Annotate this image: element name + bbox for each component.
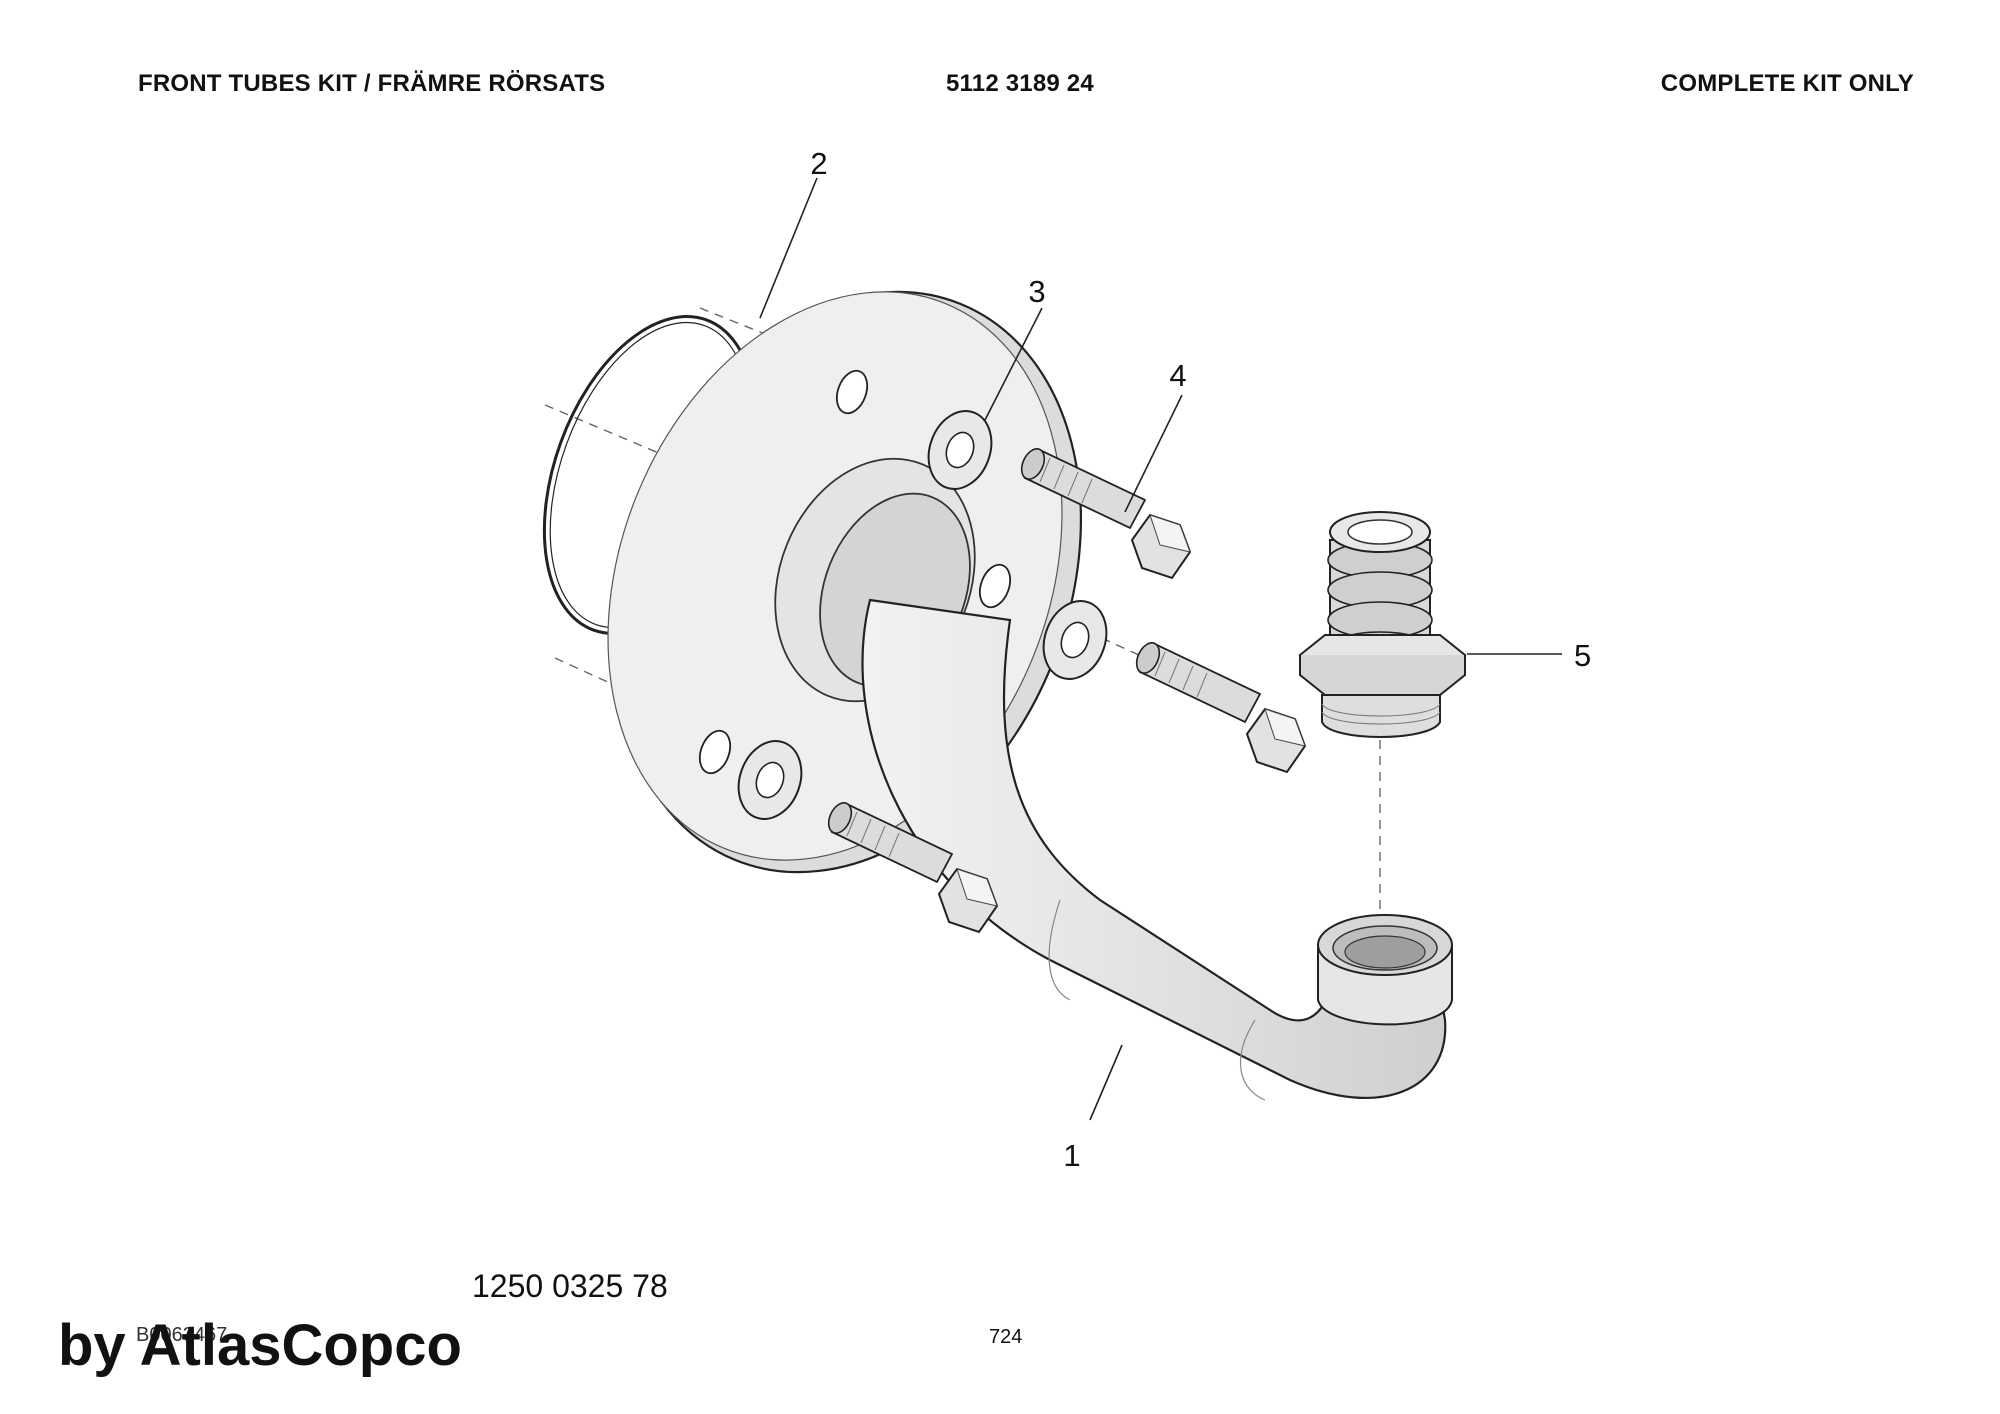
callout-5: 5 [1574, 638, 1591, 673]
leader-lines [759, 177, 1562, 1121]
kit-number: 5112 3189 24 [946, 70, 1094, 97]
kit-note: COMPLETE KIT ONLY [1660, 70, 1914, 97]
callout-4: 4 [1169, 358, 1186, 393]
washer-parts [737, 410, 1108, 820]
page-title: FRONT TUBES KIT / FRÄMRE RÖRSATS [138, 70, 606, 97]
watermark: by AtlasCopco [58, 1313, 462, 1378]
reference-code: B0063467 [136, 1324, 228, 1346]
part-number: 1250 0325 78 [472, 1268, 668, 1304]
callout-2: 2 [810, 146, 827, 181]
callout-1: 1 [1063, 1138, 1080, 1173]
hose-nipple-part [1298, 511, 1467, 738]
page-number: 724 [989, 1326, 1023, 1348]
bent-tube-part [861, 598, 1453, 1101]
callout-3: 3 [1028, 274, 1045, 309]
bolt-parts [827, 448, 1307, 934]
